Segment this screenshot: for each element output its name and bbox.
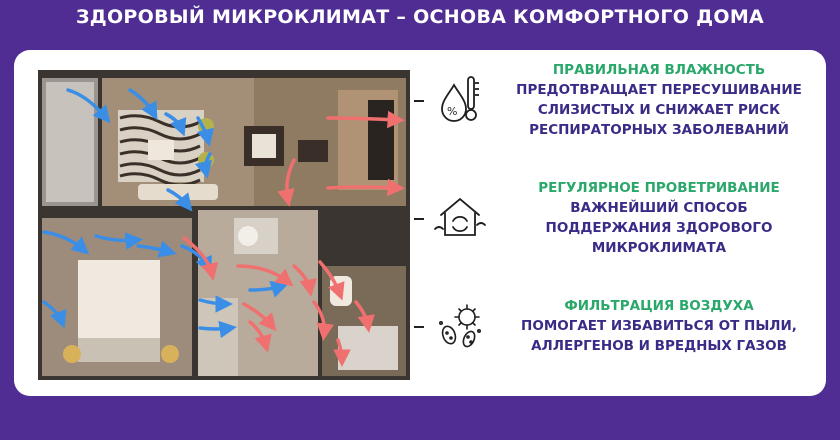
feature-humidity: % ПРАВИЛЬНАЯ ВЛАЖНОСТЬ ПРЕДОТВРАЩАЕТ ПЕР… <box>414 60 826 140</box>
virus-filter-icon <box>414 296 490 356</box>
floor-plan-illustration <box>38 70 410 380</box>
feature-humidity-text: ПРАВИЛЬНАЯ ВЛАЖНОСТЬ ПРЕДОТВРАЩАЕТ ПЕРЕС… <box>490 60 826 140</box>
feature-ventilation: РЕГУЛЯРНОЕ ПРОВЕТРИВАНИЕ ВАЖНЕЙШИЙ СПОСО… <box>414 178 826 258</box>
humidity-thermometer-icon: % <box>414 70 490 130</box>
page-title: ЗДОРОВЫЙ МИКРОКЛИМАТ – ОСНОВА КОМФОРТНОГ… <box>75 6 765 28</box>
feature-heading: ФИЛЬТРАЦИЯ ВОЗДУХА <box>564 298 754 314</box>
feature-line: СЛИЗИСТЫХ И СНИЖАЕТ РИСК <box>537 102 781 118</box>
feature-heading: РЕГУЛЯРНОЕ ПРОВЕТРИВАНИЕ <box>538 180 780 196</box>
feature-line: ПОМОГАЕТ ИЗБАВИТЬСЯ ОТ ПЫЛИ, <box>521 318 797 334</box>
feature-ventilation-text: РЕГУЛЯРНОЕ ПРОВЕТРИВАНИЕ ВАЖНЕЙШИЙ СПОСО… <box>490 178 826 258</box>
feature-line: АЛЛЕРГЕНОВ И ВРЕДНЫХ ГАЗОВ <box>531 338 787 354</box>
feature-line: ПОДДЕРЖАНИЯ ЗДОРОВОГО <box>545 220 773 236</box>
feature-filtration: ФИЛЬТРАЦИЯ ВОЗДУХА ПОМОГАЕТ ИЗБАВИТЬСЯ О… <box>414 296 826 356</box>
feature-line: ВАЖНЕЙШИЙ СПОСОБ <box>570 200 748 216</box>
feature-heading: ПРАВИЛЬНАЯ ВЛАЖНОСТЬ <box>552 62 766 78</box>
feature-line: РЕСПИРАТОРНЫХ ЗАБОЛЕВАНИЙ <box>529 122 789 138</box>
house-airflow-icon <box>414 188 490 248</box>
feature-line: ПРЕДОТВРАЩАЕТ ПЕРЕСУШИВАНИЕ <box>516 82 802 98</box>
feature-filtration-text: ФИЛЬТРАЦИЯ ВОЗДУХА ПОМОГАЕТ ИЗБАВИТЬСЯ О… <box>490 296 826 356</box>
feature-line: МИКРОКЛИМАТА <box>591 240 727 256</box>
svg-text:%: % <box>447 105 457 118</box>
